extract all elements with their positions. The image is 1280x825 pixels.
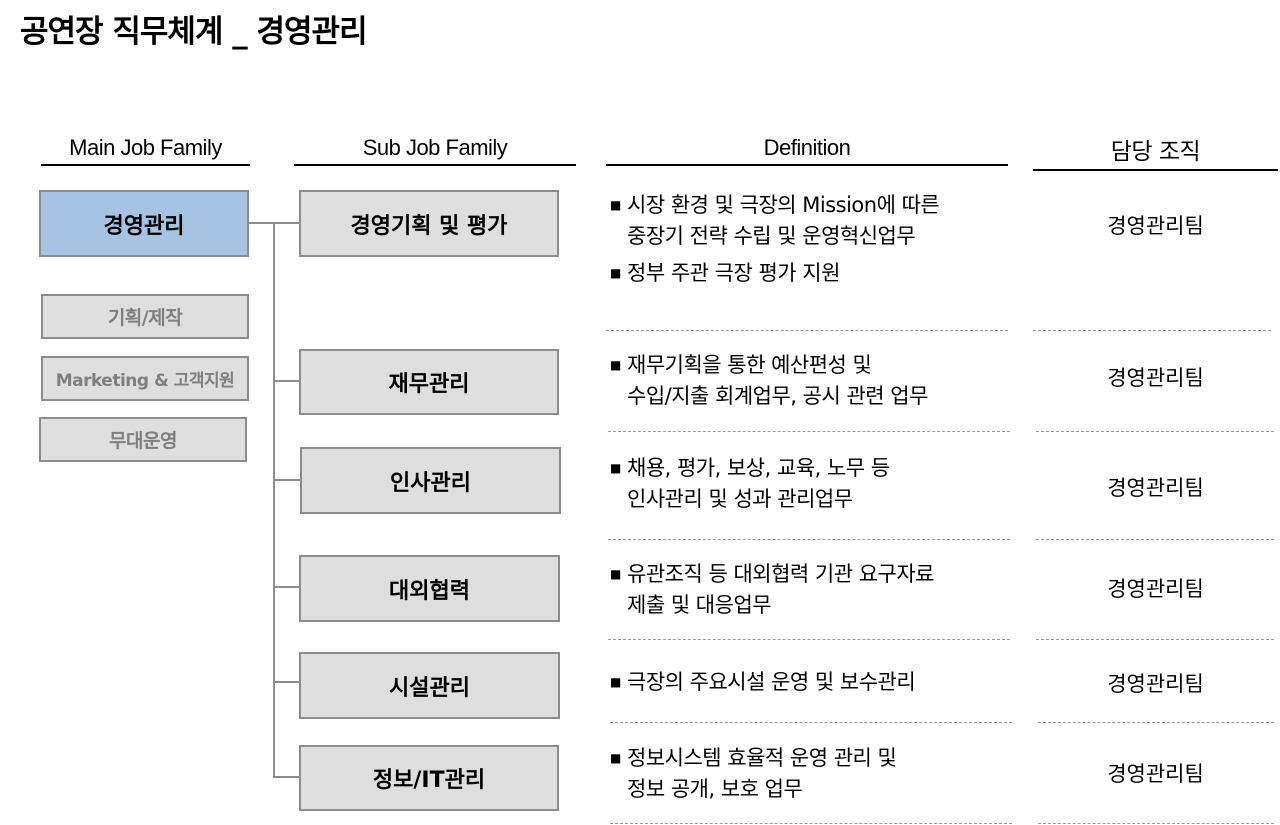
page-title: 공연장 직무체계 _ 경영관리 — [20, 14, 368, 50]
sub-family-label: 인사관리 — [390, 470, 471, 496]
main-family-label: 기획/제작 — [107, 307, 183, 329]
row-divider — [610, 722, 1012, 723]
row-divider — [1033, 330, 1271, 331]
organization-cell: 경영관리팀 — [1107, 366, 1204, 390]
sub-family-label: 경영기획 및 평가 — [350, 213, 508, 239]
definition-item: ■ 시장 환경 및 극장의 Mission에 따른 중장기 전략 수립 및 운영… — [610, 190, 1010, 252]
definition-item: ■ 극장의 주요시설 운영 및 보수관리 — [610, 667, 1010, 698]
square-bullet-icon: ■ — [610, 751, 621, 765]
sub-family-label: 시설관리 — [389, 675, 470, 701]
row-divider — [608, 539, 1010, 540]
sub-family-label: 재무관리 — [388, 372, 470, 397]
organization-cell: 경영관리팀 — [1107, 672, 1204, 696]
organization-cell: 경영관리팀 — [1107, 577, 1204, 601]
definition-cell: ■ 시장 환경 및 극장의 Mission에 따른 중장기 전략 수립 및 운영… — [610, 190, 1010, 289]
definition-cell: ■ 극장의 주요시설 운영 및 보수관리 — [610, 667, 1010, 698]
main-family-selected[interactable]: 경영관리 — [39, 190, 249, 257]
square-bullet-icon: ■ — [610, 567, 621, 581]
connector-branch — [273, 380, 300, 382]
organization-cell: 경영관리팀 — [1107, 476, 1204, 500]
connector-vertical-trunk — [273, 222, 275, 778]
square-bullet-icon: ■ — [610, 461, 621, 475]
header-definition: Definition — [606, 135, 1008, 166]
square-bullet-icon: ■ — [610, 675, 621, 689]
main-family-label: 무대운영 — [109, 430, 177, 452]
sub-family-box[interactable]: 대외협력 — [299, 555, 560, 622]
row-divider — [1036, 539, 1274, 540]
definition-item: ■ 정보시스템 효율적 운영 관리 및 정보 공개, 보호 업무 — [610, 743, 1010, 805]
row-divider — [1036, 639, 1274, 640]
square-bullet-icon: ■ — [610, 358, 621, 372]
row-divider — [610, 823, 1012, 824]
definition-item: ■ 채용, 평가, 보상, 교육, 노무 등 인사관리 및 성과 관리업무 — [610, 453, 1010, 515]
definition-cell: ■ 유관조직 등 대외협력 기관 요구자료 제출 및 대응업무 — [610, 559, 1010, 621]
definition-item: ■ 유관조직 등 대외협력 기관 요구자료 제출 및 대응업무 — [610, 559, 1010, 621]
sub-family-box[interactable]: 인사관리 — [300, 447, 561, 514]
main-family-label: Marketing & 고객지원 — [55, 371, 235, 391]
definition-item: ■ 재무기획을 통한 예산편성 및 수입/지출 회계업무, 공시 관련 업무 — [610, 350, 1010, 412]
header-sub-job-family: Sub Job Family — [294, 135, 576, 166]
header-main-job-family: Main Job Family — [41, 135, 250, 166]
definition-cell: ■ 채용, 평가, 보상, 교육, 노무 등 인사관리 및 성과 관리업무 — [610, 453, 1010, 515]
connector-branch — [273, 586, 300, 588]
sub-family-box[interactable]: 재무관리 — [299, 349, 559, 415]
connector-branch — [273, 776, 300, 778]
square-bullet-icon: ■ — [610, 266, 621, 280]
organization-cell: 경영관리팀 — [1107, 214, 1204, 238]
main-family-planning-production[interactable]: 기획/제작 — [41, 294, 249, 339]
definition-cell: ■ 정보시스템 효율적 운영 관리 및 정보 공개, 보호 업무 — [610, 743, 1010, 805]
definition-item: ■ 정부 주관 극장 평가 지원 — [610, 258, 1010, 289]
definition-cell: ■ 재무기획을 통한 예산편성 및 수입/지출 회계업무, 공시 관련 업무 — [610, 350, 1010, 412]
sub-family-label: 정보/IT관리 — [372, 768, 486, 793]
main-family-label: 경영관리 — [103, 213, 185, 239]
main-family-stage-operation[interactable]: 무대운영 — [39, 417, 247, 462]
square-bullet-icon: ■ — [610, 198, 621, 212]
header-organization: 담당 조직 — [1033, 132, 1278, 171]
row-divider — [608, 639, 1010, 640]
main-family-marketing[interactable]: Marketing & 고객지원 — [41, 356, 249, 401]
sub-family-box[interactable]: 경영기획 및 평가 — [299, 190, 559, 257]
sub-family-box[interactable]: 시설관리 — [299, 652, 560, 719]
organization-cell: 경영관리팀 — [1107, 762, 1204, 786]
row-divider — [1038, 722, 1274, 723]
connector-branch — [273, 479, 301, 481]
sub-family-label: 대외협력 — [389, 578, 470, 604]
row-divider — [608, 431, 1010, 432]
row-divider — [606, 330, 1008, 331]
connector-branch — [273, 681, 300, 683]
sub-family-box[interactable]: 정보/IT관리 — [299, 745, 559, 811]
row-divider — [1036, 431, 1274, 432]
row-divider — [1038, 823, 1274, 824]
